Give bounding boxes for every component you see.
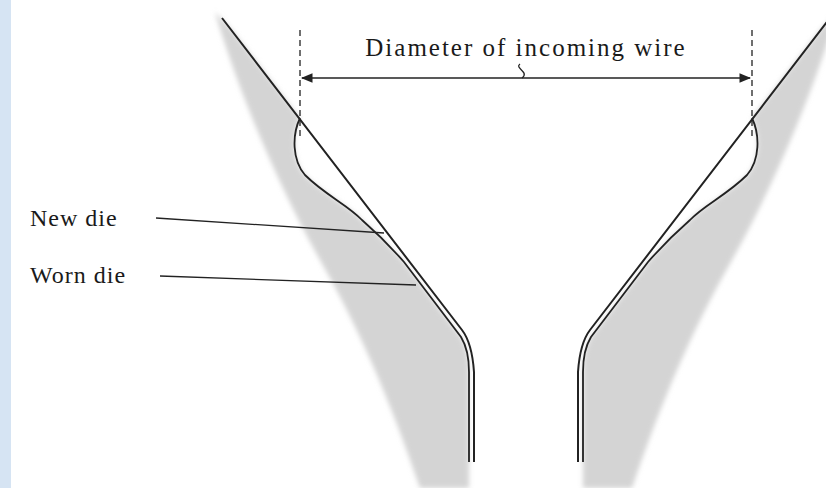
die-material	[583, 12, 826, 488]
new-die-profile	[222, 18, 474, 462]
leader-line	[160, 276, 416, 285]
extension-line	[299, 30, 300, 138]
new-die-profile	[578, 18, 826, 462]
dimension-arrow	[302, 77, 750, 78]
dimension-label: Diameter of incoming wire	[361, 34, 690, 62]
extension-line	[751, 30, 752, 138]
slide-edge	[0, 0, 11, 488]
die-half	[215, 12, 474, 488]
die-half	[578, 12, 826, 488]
leader-line	[519, 64, 525, 78]
leader-line	[156, 218, 384, 233]
part-label: New die	[30, 205, 118, 231]
worn-die-profile	[583, 118, 757, 462]
part-label: Worn die	[30, 262, 126, 288]
worn-die-profile	[295, 118, 469, 462]
die-material	[215, 12, 469, 488]
